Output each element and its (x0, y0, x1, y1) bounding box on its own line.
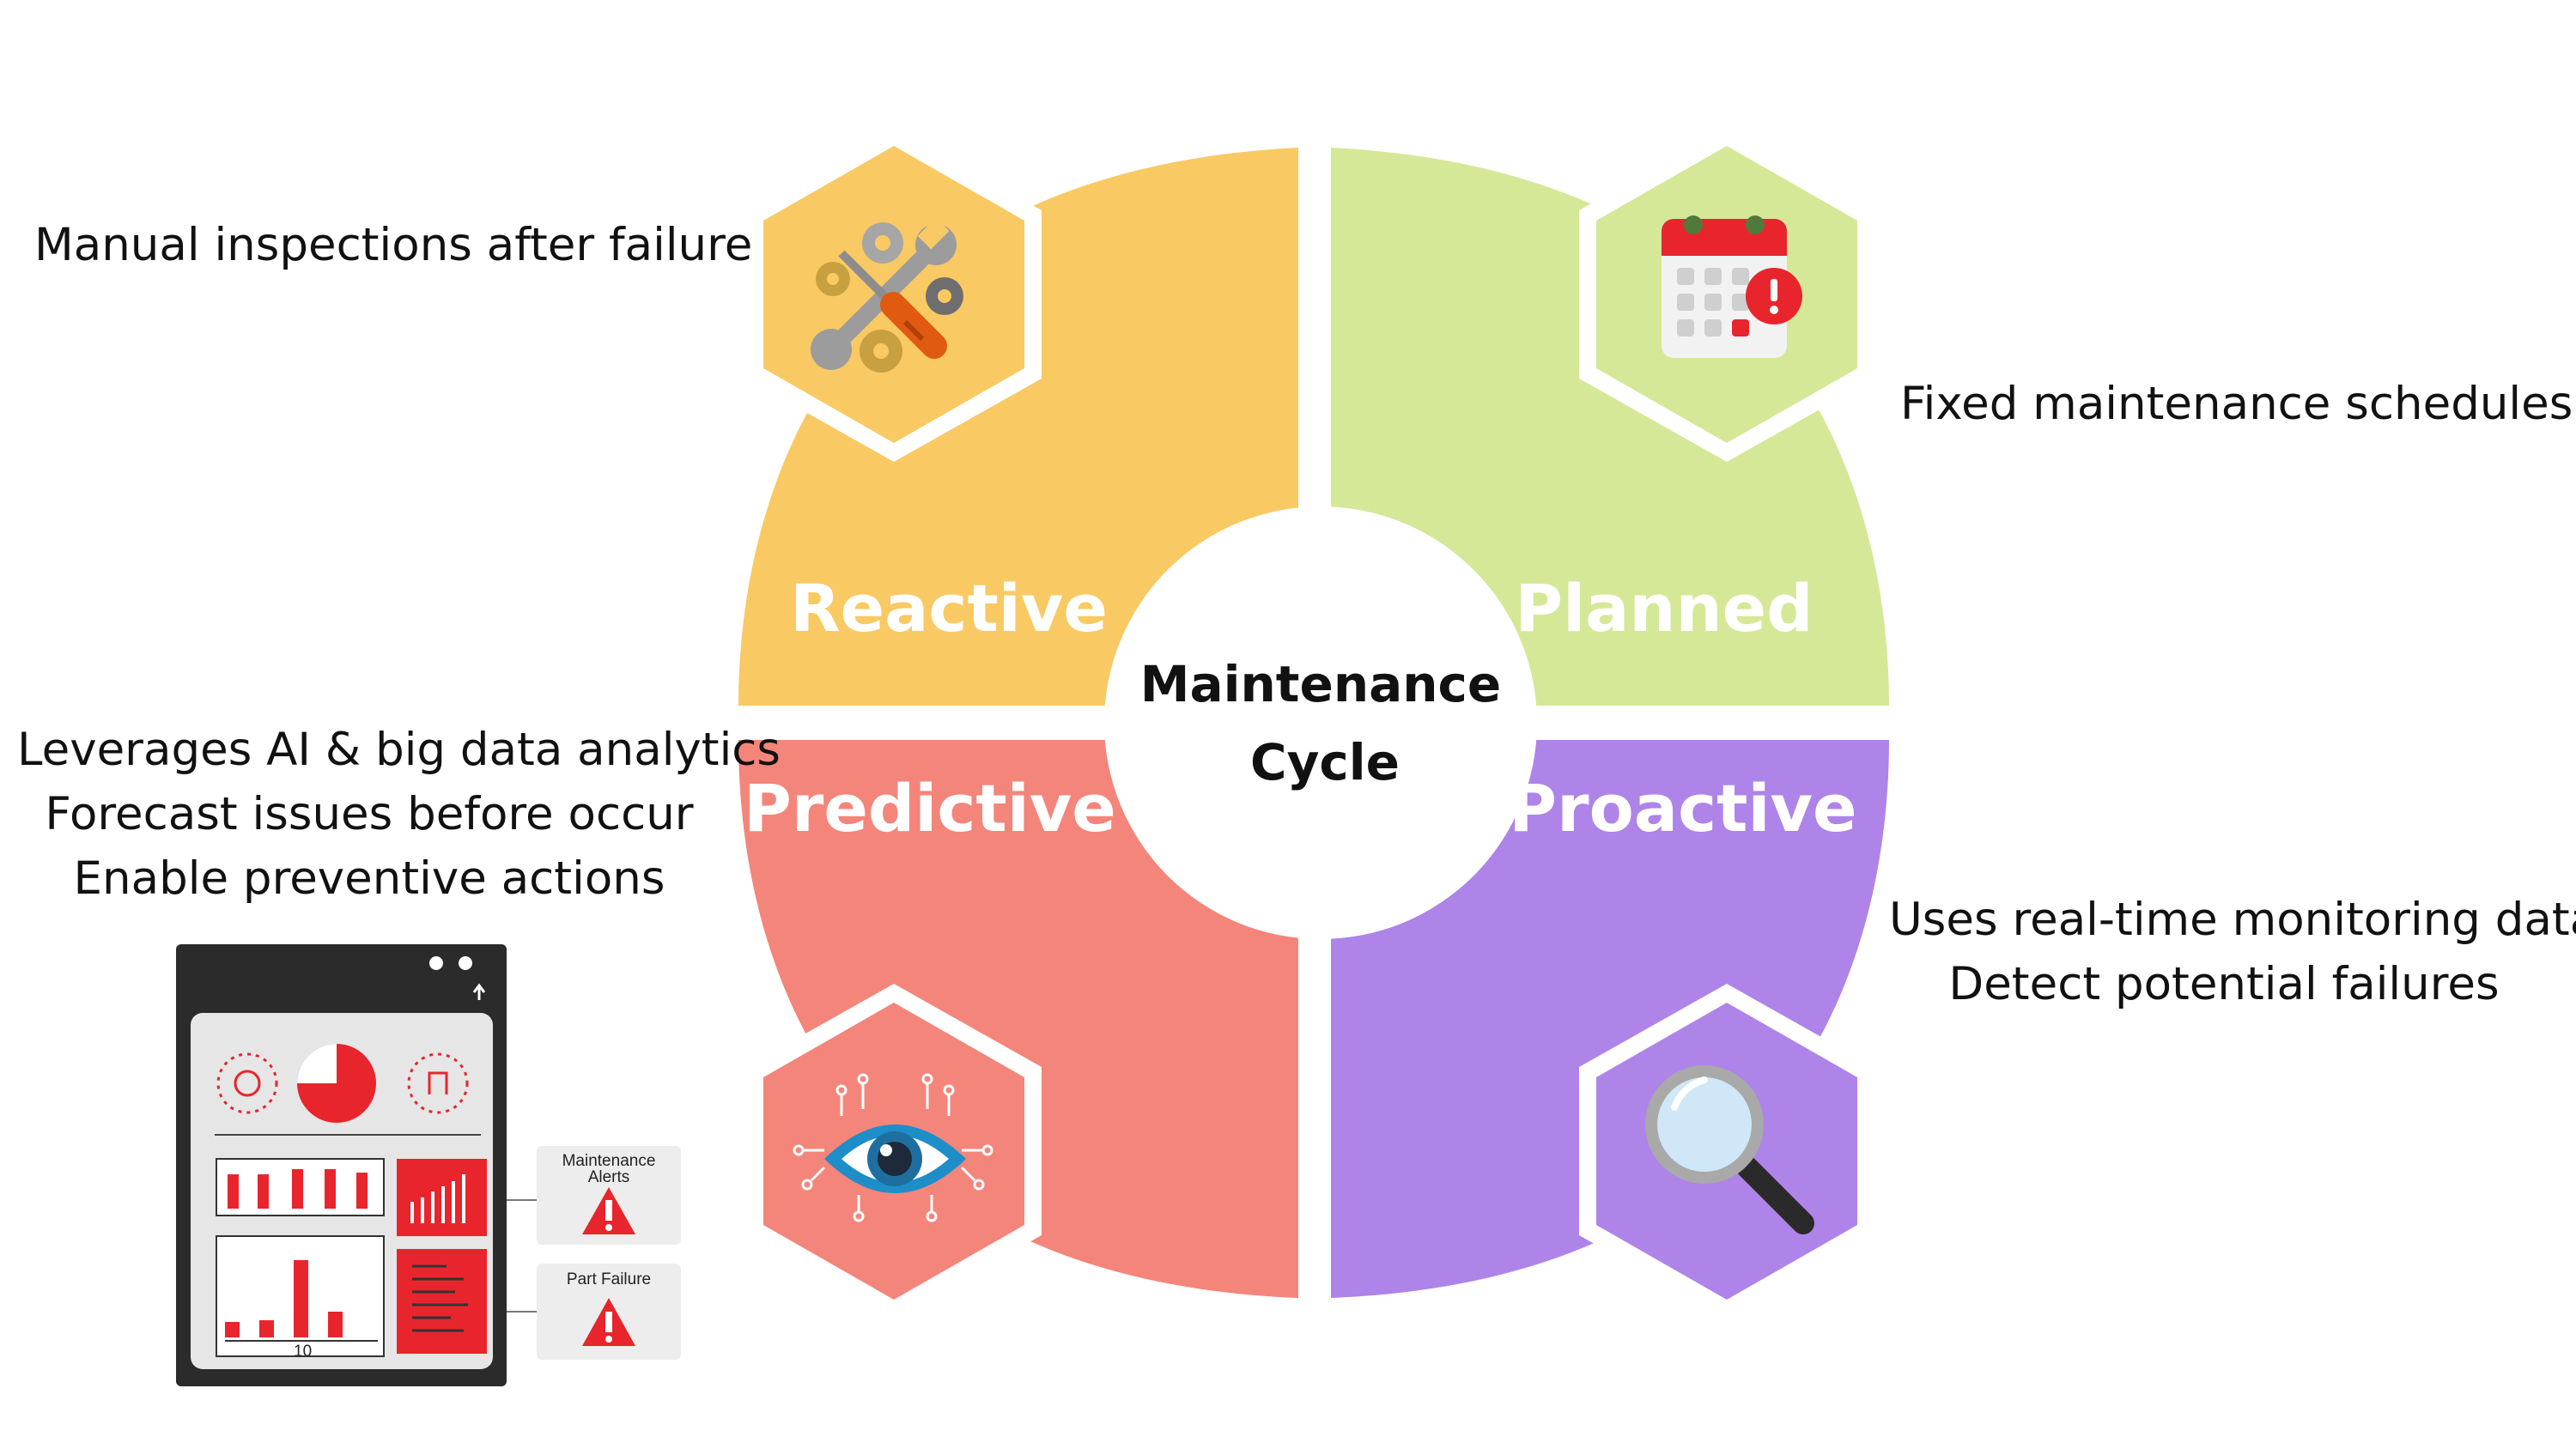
reactive-description: Manual inspections after failure (34, 213, 752, 277)
center-circle (1104, 506, 1537, 939)
proactive-desc-line-1: Uses real-time monitoring data (1889, 894, 2576, 946)
predictive-quadrant (738, 740, 1298, 1298)
tools-icon (811, 217, 963, 373)
alert-card-title-2: Part Failure (567, 1270, 651, 1288)
predictive-description: Leverages AI & big data analytics Foreca… (17, 718, 781, 911)
proactive-quadrant (1331, 740, 1889, 1298)
predictive-desc-line-3: Enable preventive actions (73, 852, 665, 905)
predictive-desc-line-2: Forecast issues before occur (45, 788, 694, 840)
planned-label: Planned (1515, 570, 1813, 646)
planned-description: Fixed maintenance schedules (1900, 372, 2573, 436)
calendar-alert-icon (1662, 215, 1802, 358)
proactive-label: Proactive (1509, 770, 1856, 846)
planned-quadrant (1331, 148, 1889, 706)
magnifier-icon (1645, 1065, 1814, 1234)
proactive-description: Uses real-time monitoring data Detect po… (1889, 888, 2576, 1016)
reactive-label: Reactive (790, 570, 1108, 646)
center-title-line2: Cycle (1250, 733, 1400, 791)
reactive-quadrant (738, 148, 1298, 706)
reactive-desc-line: Manual inspections after failure (34, 219, 753, 271)
planned-desc-line: Fixed maintenance schedules (1900, 378, 2573, 430)
proactive-desc-line-2: Detect potential failures (1948, 958, 2500, 1010)
eye-circuit-icon (793, 1073, 993, 1222)
center-title-line1: Maintenance (1140, 655, 1502, 713)
predictive-label: Predictive (744, 770, 1116, 846)
chart-tick-label: 10 (294, 1343, 312, 1361)
alert-card-title-1b: Alerts (588, 1168, 630, 1186)
predictive-desc-line-1: Leverages AI & big data analytics (17, 724, 781, 776)
dashboard-illustration: 10 Maintenance Alerts Part Failure (176, 944, 681, 1386)
alert-card-title-1: Maintenance (562, 1152, 656, 1170)
